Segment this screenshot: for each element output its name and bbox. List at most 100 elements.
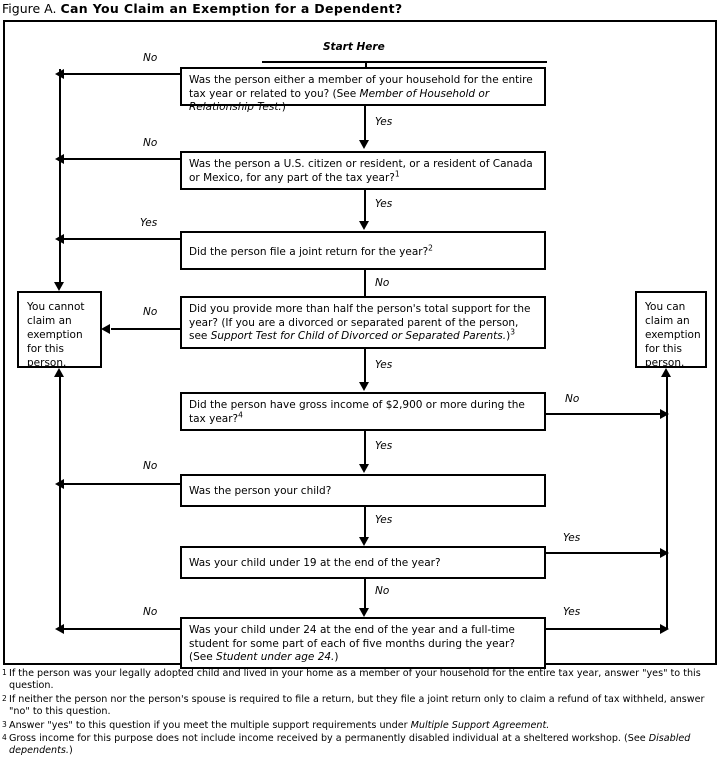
q1-text-b: ): [281, 101, 286, 114]
edge-label-q8-no: No: [143, 606, 158, 618]
q4-text-italic: Support Test for Child of Divorced or Se…: [210, 330, 507, 343]
question-box-member-or-relationship-test[interactable]: Was the person either a member of your h…: [180, 67, 546, 113]
arrowhead-q7-no: [359, 608, 369, 617]
edge-line-q6-yes: [364, 507, 366, 539]
arrowhead-q5-yes: [359, 464, 369, 473]
edge-line-q4-no: [111, 328, 182, 330]
can-claim-text: You can claim an exemption for this pers…: [645, 301, 701, 369]
start-here-label: Start Here: [323, 41, 385, 53]
figure-title-text: Can You Claim an Exemption for a Depende…: [60, 1, 403, 16]
edge-line-q1-yes: [364, 106, 366, 142]
question-box-citizen-or-resident-test[interactable]: Was the person a U.S. citizen or residen…: [180, 151, 546, 190]
edge-label-q5-yes: Yes: [375, 440, 393, 452]
left-spine-lower: [59, 376, 61, 629]
q4-text-b: ): [506, 330, 511, 343]
q5-text-a: Did the person have gross income of $2,9…: [189, 399, 525, 425]
edge-label-q8-yes: Yes: [563, 606, 581, 618]
arrowhead-q8-yes: [660, 624, 669, 634]
q5-footnote-ref: 4: [238, 410, 243, 420]
question-box-support-test[interactable]: Did you provide more than half the perso…: [180, 296, 546, 349]
terminal-box-can-claim-exemption[interactable]: You can claim an exemption for this pers…: [635, 291, 707, 369]
footnote-3-marker: 3: [2, 719, 7, 729]
question-box-child-under-24-student[interactable]: Was your child under 24 at the end of th…: [180, 617, 546, 669]
arrowhead-left-spine-up: [54, 368, 64, 377]
footnote-2-text-a: If neither the person nor the person's s…: [9, 693, 705, 718]
edge-label-q4-no: No: [143, 306, 158, 318]
terminal-box-cannot-claim-exemption[interactable]: You cannot claim an exemption for this p…: [17, 291, 102, 369]
edge-label-q5-no: No: [565, 393, 580, 405]
edge-label-q6-no: No: [143, 460, 158, 472]
edge-line-q4-yes: [364, 349, 366, 384]
edge-label-q6-yes: Yes: [375, 514, 393, 526]
q4-footnote-ref: 3: [510, 327, 515, 337]
edge-line-q8-yes: [546, 628, 662, 630]
q6-text-a: Was the person your child?: [189, 485, 332, 497]
arrowhead-right-spine-up: [661, 368, 671, 377]
question-box-was-person-your-child[interactable]: Was the person your child?: [180, 474, 546, 507]
edge-line-q5-yes: [364, 431, 366, 466]
footnote-3-text-a: Answer "yes" to this question if you mee…: [9, 719, 411, 731]
edge-line-q2-no: [64, 158, 182, 160]
edge-line-q7-no: [364, 579, 366, 610]
question-box-child-under-19[interactable]: Was your child under 19 at the end of th…: [180, 546, 546, 579]
arrowhead-left-spine-down: [54, 282, 64, 291]
flowchart-frame: Start Here Was the person either a membe…: [3, 20, 717, 669]
arrowhead-q4-yes: [359, 382, 369, 391]
edge-line-q7-yes: [546, 552, 662, 554]
arrowhead-q8-no: [55, 624, 64, 634]
edge-label-q4-yes: Yes: [375, 359, 393, 371]
arrowhead-q1-yes: [359, 140, 369, 149]
right-spine: [666, 376, 668, 629]
footnote-1-marker: 1: [2, 668, 7, 677]
edge-label-q2-no: No: [143, 137, 158, 149]
figure-label: Figure A.: [2, 1, 57, 16]
arrowhead-q5-no: [660, 409, 669, 419]
footnote-1-text-a: If the person was your legally adopted c…: [9, 668, 701, 692]
page-title: Figure A. Can You Claim an Exemption for…: [2, 2, 642, 18]
edge-line-q2-yes: [364, 190, 366, 223]
edge-label-q1-yes: Yes: [375, 116, 393, 128]
arrowhead-q2-yes: [359, 221, 369, 230]
edge-label-q1-no: No: [143, 52, 158, 64]
q1-text-italic: Member of Household or Relationship Test…: [189, 87, 490, 114]
cannot-claim-text: You cannot claim an exemption for this p…: [27, 301, 85, 369]
question-box-gross-income-test[interactable]: Did the person have gross income of $2,9…: [180, 392, 546, 431]
footnote-4-text-a: Gross income for this purpose does not i…: [9, 733, 649, 745]
arrowhead-q4-no: [101, 324, 110, 334]
q4-text-a: Did you provide more than half the perso…: [189, 303, 531, 343]
edge-line-q6-no: [64, 483, 182, 485]
footnote-4-text-b: ): [68, 745, 73, 757]
q3-footnote-ref: 2: [428, 243, 433, 253]
edge-label-q2-yes: Yes: [375, 198, 393, 210]
arrowhead-q6-yes: [359, 537, 369, 546]
edge-label-q7-yes: Yes: [563, 532, 581, 544]
arrowhead-q7-yes: [660, 548, 669, 558]
footnote-3-text-italic: Multiple Support Agreement.: [410, 719, 550, 731]
q1-text-a: Was the person either a member of your h…: [189, 74, 533, 100]
footnote-4-marker: 4: [2, 733, 7, 743]
q3-text-a: Did the person file a joint return for t…: [189, 246, 429, 258]
q8-text-a: Was your child under 24 at the end of th…: [189, 624, 515, 664]
edge-line-q1-no: [64, 73, 182, 75]
edge-line-q5-no: [546, 413, 662, 415]
q2-text-a: Was the person a U.S. citizen or residen…: [189, 158, 533, 184]
q8-text-italic: Student under age 24.: [216, 651, 335, 664]
question-box-joint-return-test[interactable]: Did the person file a joint return for t…: [180, 231, 546, 270]
start-connector-line: [262, 61, 547, 63]
edge-label-q3-no: No: [375, 277, 390, 289]
edge-line-q8-no: [64, 628, 182, 630]
edge-line-q3-yes: [64, 238, 182, 240]
edge-label-q3-yes: Yes: [140, 217, 158, 229]
edge-line-q3-no: [364, 270, 366, 303]
start-connector-stem: [365, 61, 367, 70]
q8-text-b: ): [334, 651, 339, 664]
left-spine-upper: [59, 69, 61, 284]
footnote-2-marker: 2: [2, 693, 7, 703]
edge-label-q7-no: No: [375, 585, 390, 597]
q2-footnote-ref: 1: [394, 169, 400, 179]
